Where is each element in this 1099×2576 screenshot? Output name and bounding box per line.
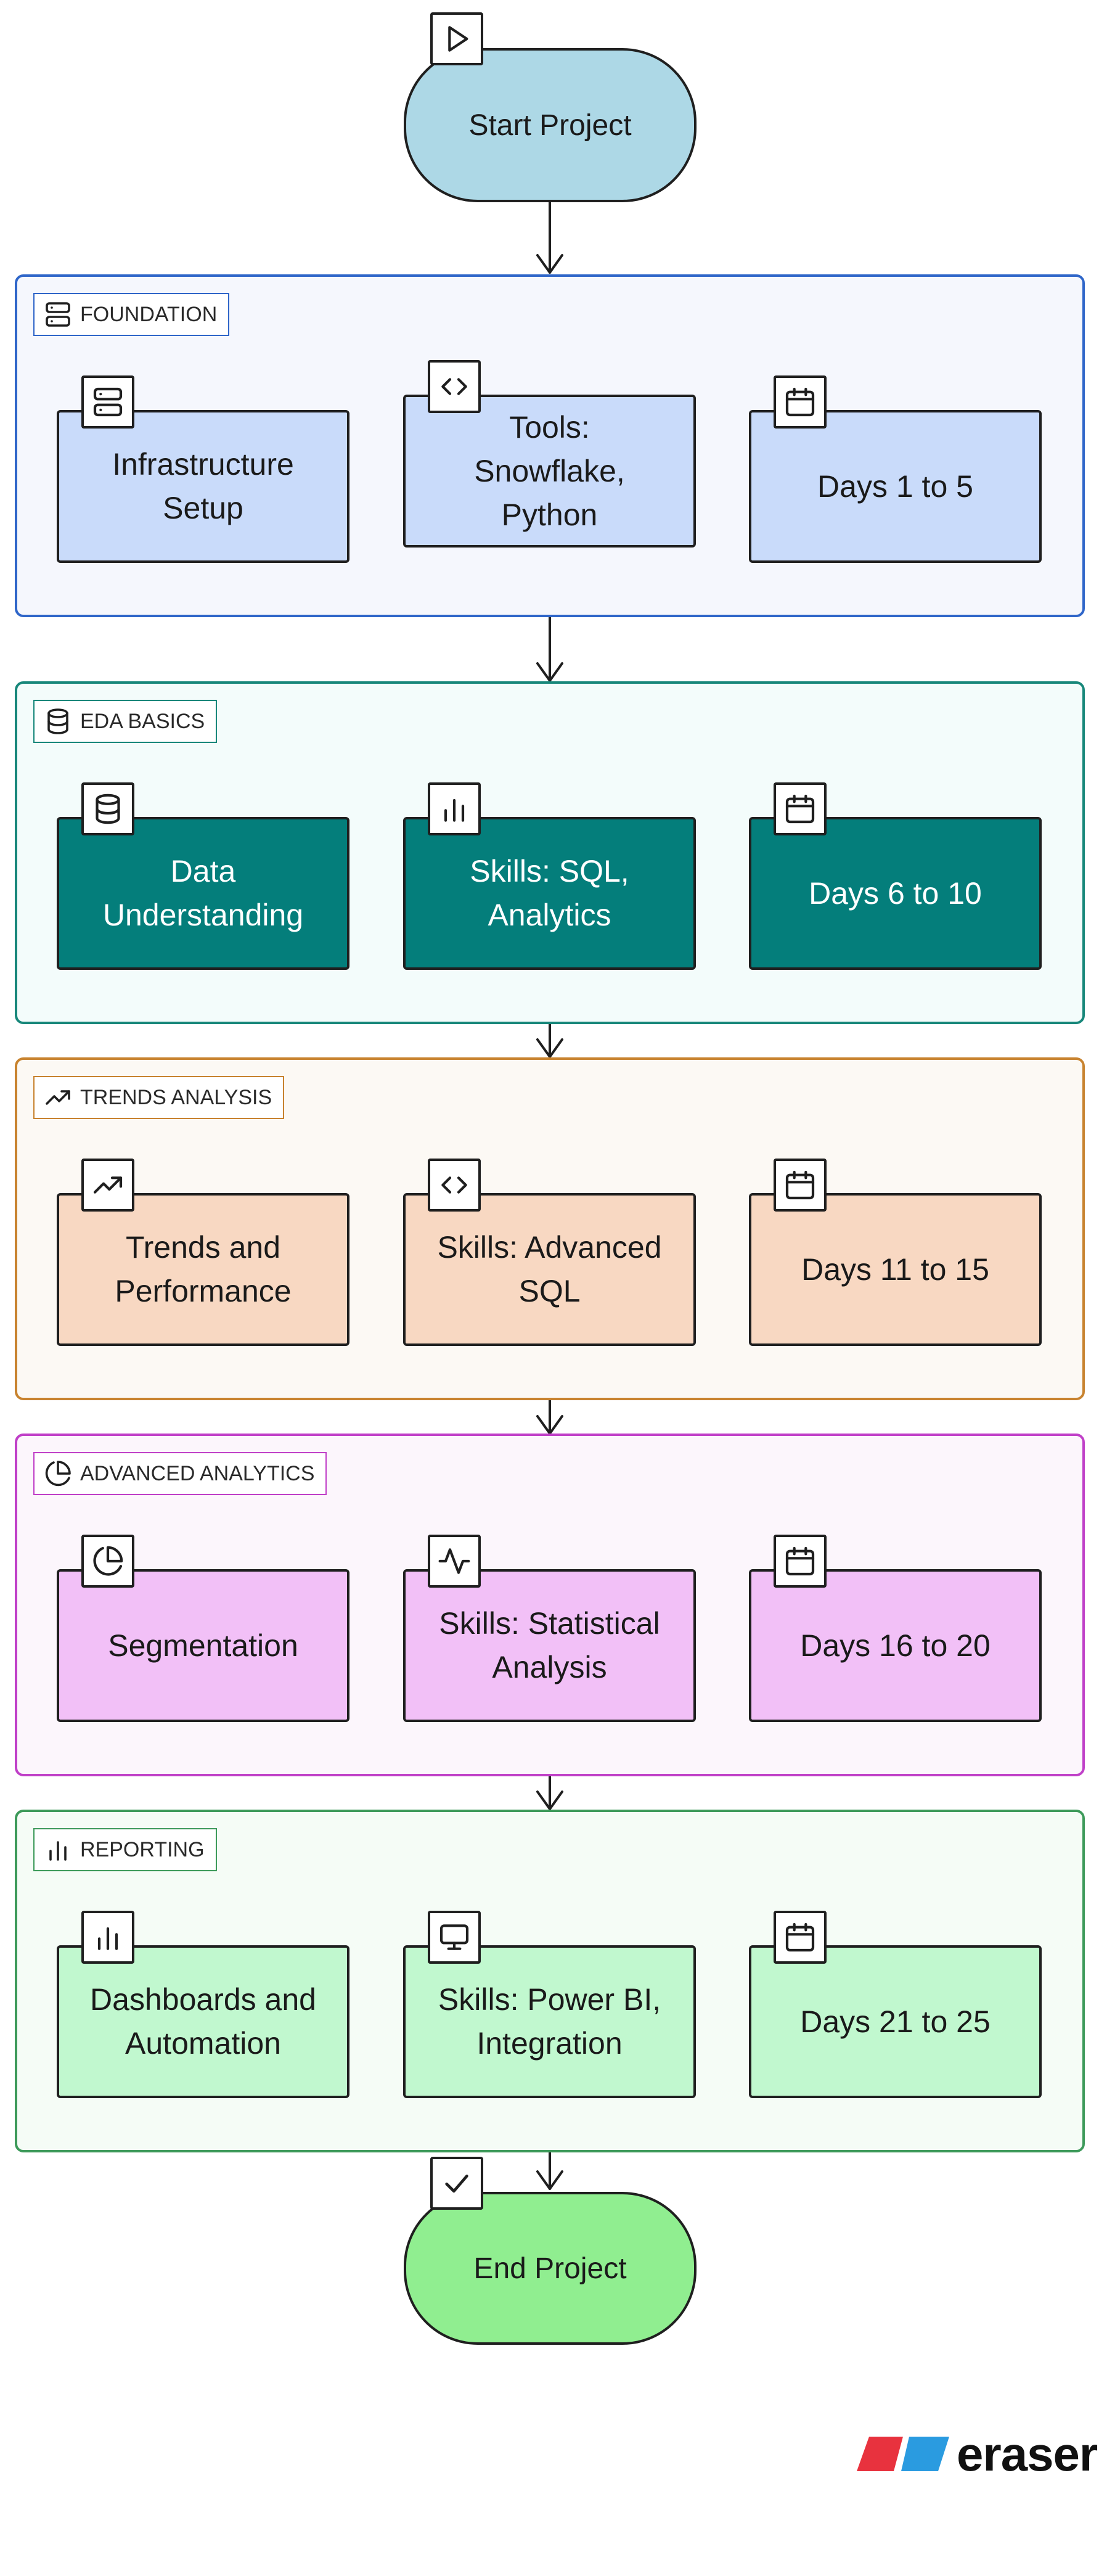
pie-chart-icon [43,1459,73,1488]
start-project-node[interactable]: Start Project [404,48,697,202]
start-project-label: Start Project [468,109,632,142]
phase-node-label: Skills: SQL, Analytics [470,854,629,932]
phase-node[interactable]: Days 1 to 5 [749,410,1042,563]
phase-node[interactable]: Infrastructure Setup [57,410,349,563]
code-icon [428,1159,481,1212]
monitor-icon [428,1911,481,1964]
phase-node[interactable]: Days 16 to 20 [749,1569,1042,1722]
eraser-logo-icon [857,2437,949,2471]
eraser-brand-label: eraser [957,2426,1098,2481]
phase-tag-label: TRENDS ANALYSIS [80,1085,272,1109]
phase-node-label: Skills: Statistical Analysis [439,1606,660,1684]
phase-node[interactable]: Skills: Power BI, Integration [403,1945,696,2098]
phase-tag-label: EDA BASICS [80,709,205,733]
phase-tag: FOUNDATION [33,293,230,336]
play-icon [430,12,483,65]
phase-tag: ADVANCED ANALYTICS [33,1452,327,1495]
bar-chart-icon [428,782,481,835]
calendar-icon [774,1911,827,1964]
trending-up-icon [43,1083,73,1112]
calendar-icon [774,1159,827,1212]
pie-chart-icon [81,1535,134,1588]
phase-node[interactable]: Data Understanding [57,817,349,970]
phase-tag: EDA BASICS [33,700,218,743]
arrow-foundation-to-eda [536,616,563,682]
phase-tag-label: FOUNDATION [80,302,218,326]
phase-node-label: Skills: Advanced SQL [437,1230,662,1308]
phase-node[interactable]: Skills: Advanced SQL [403,1193,696,1346]
phase-node[interactable]: Segmentation [57,1569,349,1722]
phase-node-label: Data Understanding [102,854,304,932]
server-icon [43,300,73,329]
phase-node[interactable]: Days 21 to 25 [749,1945,1042,2098]
activity-icon [428,1535,481,1588]
phase-node[interactable]: Skills: SQL, Analytics [403,817,696,970]
database-icon [43,707,73,736]
calendar-icon [774,375,827,429]
phase-node[interactable]: Dashboards and Automation [57,1945,349,2098]
phase-tag-label: ADVANCED ANALYTICS [80,1461,315,1485]
end-project-label: End Project [473,2252,627,2285]
phase-node-label: Days 16 to 20 [800,1628,991,1663]
end-project-node[interactable]: End Project [404,2192,697,2345]
phase-node-label: Dashboards and Automation [90,1982,316,2061]
code-icon [428,360,481,413]
eraser-brand: eraser [857,2420,1098,2488]
phase-tag-label: REPORTING [80,1837,205,1861]
calendar-icon [774,1535,827,1588]
phase-node-label: Tools: Snowflake, Python [474,409,625,532]
phase-node-label: Skills: Power BI, Integration [438,1982,661,2061]
arrow-start-to-foundation [536,201,563,274]
phase-node-label: Days 1 to 5 [817,469,973,504]
phase-node-label: Segmentation [108,1628,298,1663]
phase-node[interactable]: Tools: Snowflake, Python [403,395,696,548]
phase-node[interactable]: Trends and Performance [57,1193,349,1346]
check-icon [430,2157,483,2210]
bar-chart-icon [43,1835,73,1864]
phase-node[interactable]: Days 6 to 10 [749,817,1042,970]
phase-node-label: Days 21 to 25 [800,2004,991,2039]
phase-node-label: Infrastructure Setup [112,447,294,525]
phase-node[interactable]: Days 11 to 15 [749,1193,1042,1346]
phase-node-label: Days 6 to 10 [809,876,982,911]
phase-node-label: Trends and Performance [115,1230,292,1308]
trending-up-icon [81,1159,134,1212]
phase-tag: TRENDS ANALYSIS [33,1076,285,1119]
bar-chart-icon [81,1911,134,1964]
phase-node-label: Days 11 to 15 [801,1252,989,1287]
calendar-icon [774,782,827,835]
database-icon [81,782,134,835]
server-icon [81,375,134,429]
phase-tag: REPORTING [33,1828,217,1871]
phase-node[interactable]: Skills: Statistical Analysis [403,1569,696,1722]
